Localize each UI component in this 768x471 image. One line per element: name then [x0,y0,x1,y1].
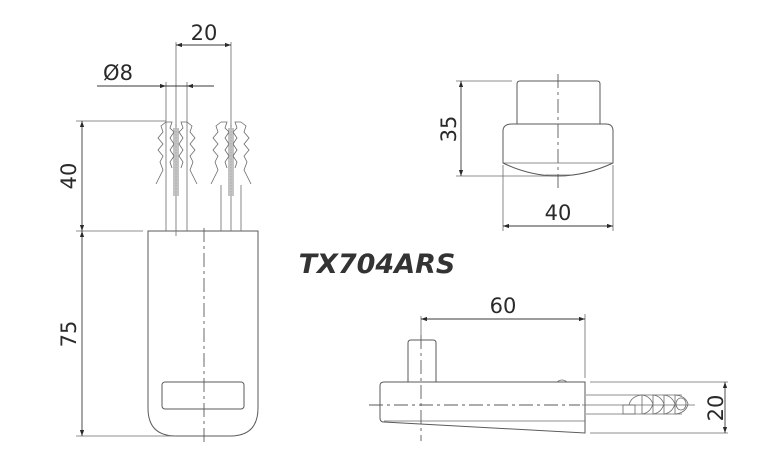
dim-width-label: 40 [545,201,572,225]
product-code-title: TX704ARS [299,249,456,280]
dim-thickness-label: 20 [704,395,728,422]
label-window [161,381,245,410]
front-view: 20 Ø8 40 75 [57,21,259,444]
dim-spacing-label: 20 [191,21,218,45]
dim-length-label: 60 [490,294,517,318]
dim-body-height-label: 75 [57,321,81,348]
side-view: 60 20 [369,294,728,441]
dim-anchor-length-label: 40 [57,163,81,190]
side-anchor-plug-icon [622,394,689,415]
dim-diameter-label: Ø8 [103,61,133,85]
dim-height-label: 35 [437,116,461,143]
side-knob [407,339,437,382]
body-outline [147,230,259,437]
top-view: 35 40 [437,74,614,231]
knob-top [516,80,601,124]
wall-anchor-left-icon [155,121,198,196]
wall-anchor-right-icon [210,121,252,196]
side-body [379,381,586,434]
